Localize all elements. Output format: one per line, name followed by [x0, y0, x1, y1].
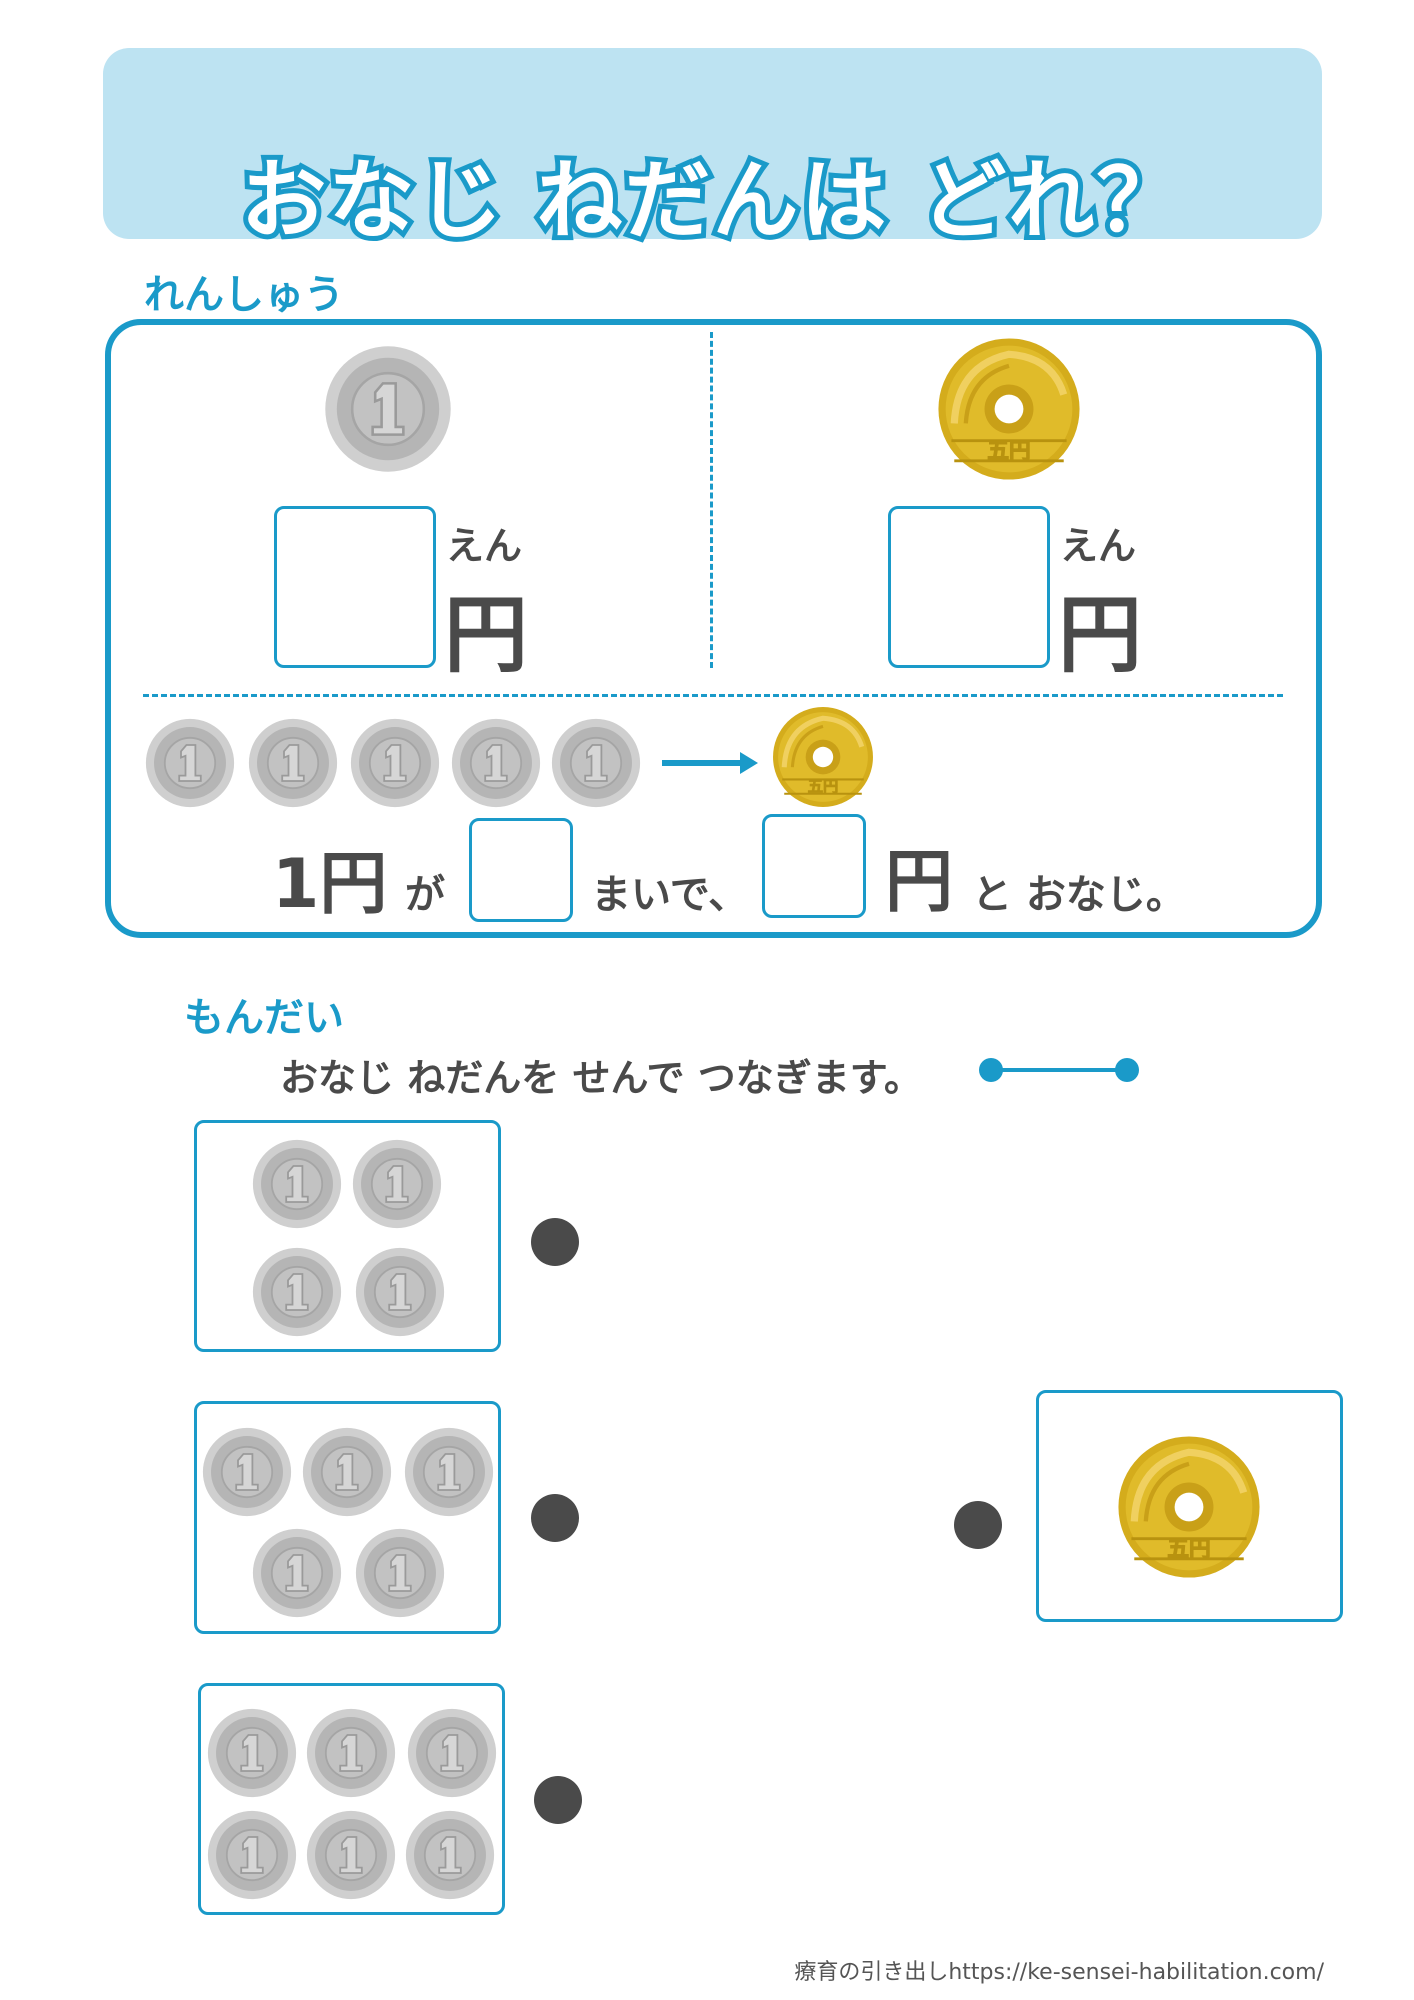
answer-box-yen[interactable] [762, 814, 866, 918]
sentence-onaji: と おなじ。 [972, 872, 1186, 918]
reading-en: えん [446, 524, 523, 568]
1-yen-coin-icon [355, 1247, 445, 1337]
5-yen-coin-icon: 五円 [1118, 1436, 1260, 1578]
1-yen-coin-icon [350, 718, 440, 808]
yen-unit: 円 [1058, 586, 1143, 684]
1-yen-coin-icon [207, 1810, 297, 1900]
1-yen-coin-icon [405, 1810, 495, 1900]
1-yen-coin-icon [207, 1708, 297, 1798]
yen-unit: 円 [444, 586, 529, 684]
sentence-yen: 円 [885, 843, 954, 922]
1-yen-coin-icon [302, 1427, 392, 1517]
sentence-ga: が [405, 872, 445, 918]
sentence-maide: まいで、 [591, 872, 749, 918]
problem-heading: もんだい [184, 995, 344, 1041]
connect-dot-left-3[interactable] [534, 1776, 582, 1824]
connect-line-example-icon [979, 1058, 1139, 1082]
1-yen-coin-icon [352, 1139, 442, 1229]
1-yen-coin-icon [407, 1708, 497, 1798]
connect-dot-left-1[interactable] [531, 1218, 579, 1266]
reading-en: えん [1060, 524, 1137, 568]
1-yen-coin-icon [551, 718, 641, 808]
connect-dot-right-1[interactable] [954, 1501, 1002, 1549]
sentence-1-yen: 1円 [272, 845, 388, 924]
practice-panel [105, 319, 1322, 938]
1-yen-coin-icon [252, 1139, 342, 1229]
answer-box-count[interactable] [469, 818, 573, 922]
problem-instruction: おなじ ねだんを せんで つなぎます。 [280, 1056, 922, 1100]
footer-credit: 療育の引き出しhttps://ke-sensei-habilitation.co… [794, 1960, 1324, 1985]
1-yen-coin-icon [145, 718, 235, 808]
page-title: おなじ ねだんは どれ？ [236, 146, 1188, 256]
1-yen-coin-icon [325, 346, 451, 472]
answer-box-5-yen[interactable] [888, 506, 1050, 668]
practice-heading: れんしゅう [144, 272, 344, 318]
1-yen-coin-icon [355, 1528, 445, 1618]
1-yen-coin-icon [306, 1810, 396, 1900]
vertical-divider [710, 332, 713, 668]
5-yen-coin-icon: 五円 [938, 338, 1080, 480]
answer-box-1-yen[interactable] [274, 506, 436, 668]
svg-text:五円: 五円 [1167, 1537, 1210, 1562]
svg-text:五円: 五円 [987, 439, 1030, 464]
connect-dot-left-2[interactable] [531, 1494, 579, 1542]
1-yen-coin-icon [252, 1528, 342, 1618]
1-yen-coin-icon [202, 1427, 292, 1517]
1-yen-coin-icon [306, 1708, 396, 1798]
1-yen-coin-icon [252, 1247, 342, 1337]
5-yen-coin-icon: 五円 [773, 707, 873, 807]
horizontal-divider [143, 694, 1283, 697]
1-yen-coin-icon [451, 718, 541, 808]
group-box-4-coins [194, 1120, 501, 1352]
1-yen-coin-icon [404, 1427, 494, 1517]
arrow-right-icon [662, 752, 758, 774]
svg-text:五円: 五円 [808, 778, 839, 796]
title-banner: おなじ ねだんは どれ？ [103, 48, 1322, 256]
1-yen-coin-icon [248, 718, 338, 808]
